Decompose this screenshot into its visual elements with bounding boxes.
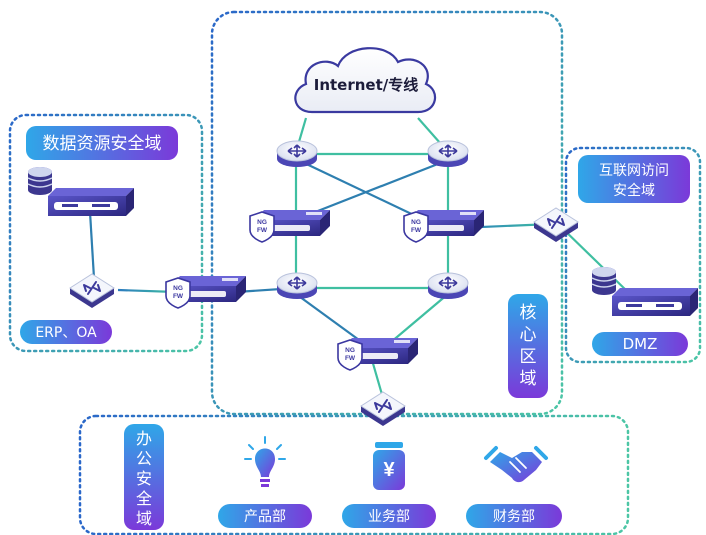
data-resource-zone-label: 数据资源安全域	[26, 126, 178, 160]
dmz-label: DMZ	[623, 335, 658, 353]
office-zone-char: 办	[136, 429, 152, 448]
department-business: 业务部	[342, 504, 436, 528]
erp-oa-label: ERP、OA	[35, 325, 97, 341]
firewall-icon	[165, 275, 247, 309]
core-zone-label: 核 心 区 域	[508, 294, 548, 398]
office-zone-char: 全	[136, 489, 152, 508]
firewall-badge-top: NG	[345, 347, 355, 354]
core-zone-frame	[210, 10, 564, 416]
data-resource-zone-frame	[8, 113, 204, 353]
yen-symbol: ¥	[383, 459, 395, 481]
core-zone-char: 区	[520, 347, 537, 367]
switch-icon	[69, 273, 115, 309]
firewall-badge-bottom: FW	[257, 227, 268, 234]
router-icon	[427, 140, 469, 168]
firewall-badge-top: NG	[257, 219, 267, 226]
firewall-badge-top: NG	[173, 285, 183, 292]
server-icon	[591, 266, 699, 317]
office-zone-char: 域	[136, 509, 152, 528]
internet-access-zone-title-line2: 安全域	[613, 182, 655, 199]
erp-oa-tag: ERP、OA	[20, 320, 112, 344]
router-icon	[276, 140, 318, 168]
lightbulb-icon	[244, 436, 286, 487]
internet-cloud: Internet/专线	[294, 47, 436, 114]
money-jar-icon: ¥	[373, 442, 405, 490]
department-label: 业务部	[368, 509, 410, 525]
department-label: 产品部	[244, 509, 286, 525]
core-zone-char: 核	[520, 303, 537, 323]
data-resource-zone-title: 数据资源安全域	[43, 134, 162, 154]
firewall-badge-bottom: FW	[173, 293, 184, 300]
firewall-core-bottom: NG FW	[337, 337, 419, 371]
internet-access-zone-frame	[564, 146, 702, 364]
department-finance: 财务部	[466, 504, 562, 528]
switch-icon	[360, 391, 406, 427]
core-zone-char: 域	[520, 369, 537, 389]
department-label: 财务部	[493, 509, 535, 525]
dmz-tag: DMZ	[592, 332, 688, 356]
firewall-icon	[249, 209, 331, 243]
internet-access-zone-label: 互联网访问 安全域	[578, 155, 690, 203]
department-product: 产品部	[218, 504, 312, 528]
office-zone-char: 安	[136, 469, 152, 488]
core-zone-char: 心	[520, 325, 537, 345]
firewall-edge-left: NG FW	[165, 275, 247, 309]
cloud-label: Internet/专线	[314, 76, 419, 94]
firewall-core-left: NG FW	[249, 209, 331, 243]
router-icon	[276, 272, 318, 300]
firewall-badge-bottom: FW	[411, 227, 422, 234]
office-zone-frame	[78, 414, 630, 535]
office-zone-char: 公	[136, 449, 152, 468]
handshake-icon	[484, 446, 548, 483]
firewall-icon	[403, 209, 485, 243]
firewall-icon	[337, 337, 419, 371]
internet-access-zone-title-line1: 互联网访问	[599, 163, 669, 179]
router-icon	[427, 272, 469, 300]
office-zone-label: 办 公 安 全 域	[124, 424, 164, 530]
firewall-badge-bottom: FW	[345, 355, 356, 362]
firewall-badge-top: NG	[411, 219, 421, 226]
server-icon	[27, 166, 135, 217]
firewall-core-right: NG FW	[403, 209, 485, 243]
